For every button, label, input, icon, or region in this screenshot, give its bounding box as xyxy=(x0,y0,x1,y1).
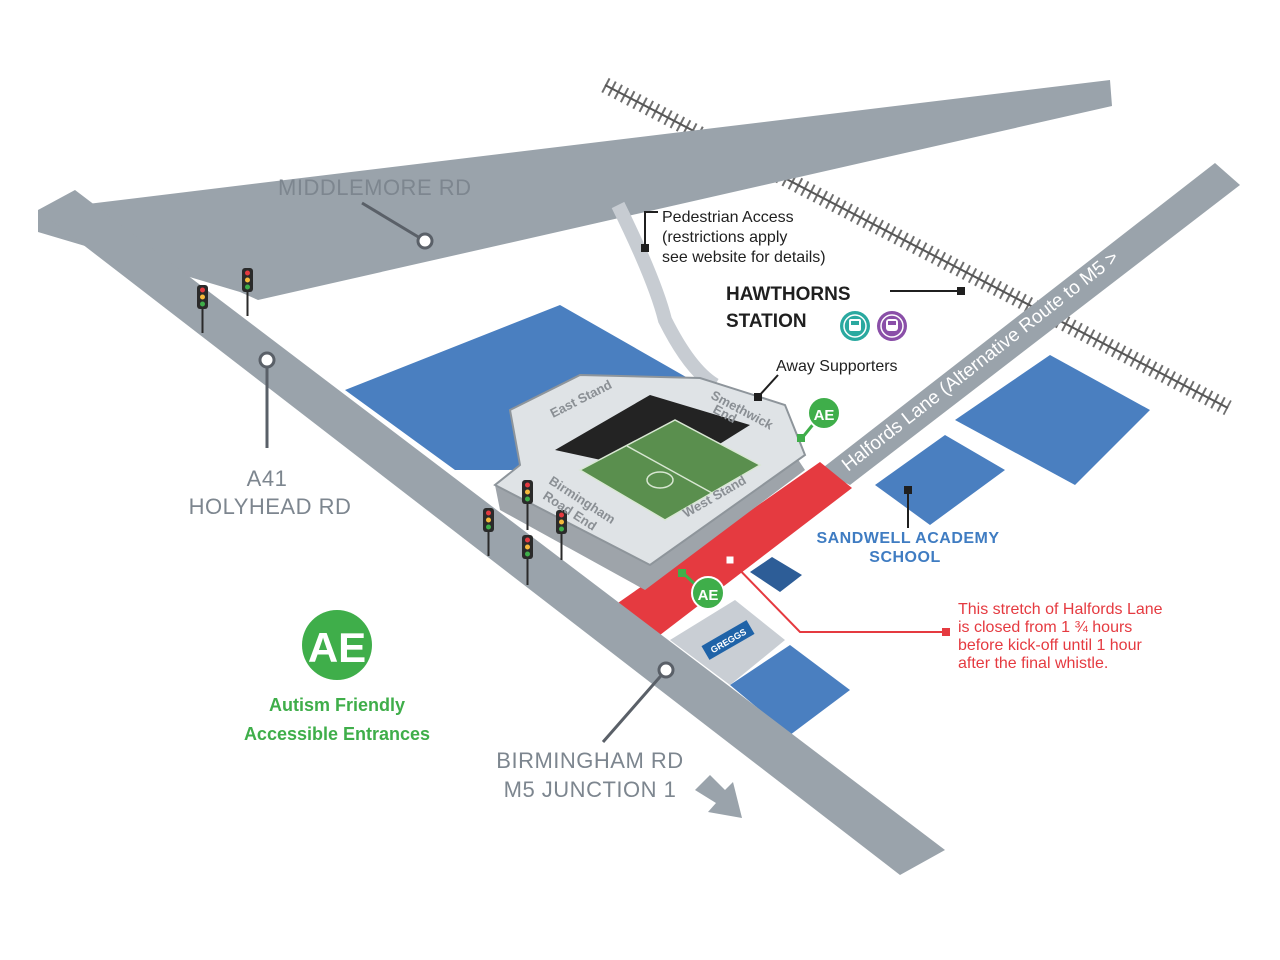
birmingham-road-label-line1: BIRMINGHAM RD xyxy=(496,748,683,773)
legend-line1: Autism Friendly xyxy=(269,695,405,715)
closure-pointer xyxy=(729,559,945,633)
birmingham-marker xyxy=(657,661,675,679)
svg-text:AE: AE xyxy=(698,587,719,604)
birmingham-pointer xyxy=(601,669,668,743)
station-label-line2: STATION xyxy=(726,311,807,332)
legend-ae-badge-text: AE xyxy=(308,624,366,671)
middlemore-marker xyxy=(416,232,434,250)
middlemore-road-label: MIDDLEMORE RD xyxy=(278,175,472,200)
pedestrian-access-line3: see website for details) xyxy=(662,249,826,266)
parking-area-south xyxy=(730,645,850,735)
a41-label-line2: HOLYHEAD RD xyxy=(189,494,352,519)
stadium xyxy=(493,373,807,590)
school-label-line2: SCHOOL xyxy=(869,549,940,566)
legend-line2: Accessible Entrances xyxy=(244,724,430,744)
middlemore-road xyxy=(38,80,1112,300)
closure-notice-line4: after the final whistle. xyxy=(958,655,1108,672)
closure-notice-line2: is closed from 1 ¾ hours xyxy=(958,619,1132,636)
svg-text:AE: AE xyxy=(814,407,835,424)
traffic-light-3 xyxy=(522,480,533,530)
ae-entrance-marker-north: AE xyxy=(797,396,841,442)
middlemore-pointer xyxy=(361,201,426,243)
legend-ae-badge xyxy=(302,610,372,680)
pedestrian-pointer xyxy=(644,211,658,245)
a41-marker xyxy=(258,351,276,369)
m5-direction-arrow xyxy=(695,775,742,818)
tram-icon xyxy=(840,311,870,341)
traffic-light-5 xyxy=(556,510,567,560)
a41-label-line1: A41 xyxy=(247,466,288,491)
pedestrian-access-line1: Pedestrian Access xyxy=(662,209,794,226)
school-label-line1: SANDWELL ACADEMY xyxy=(816,530,999,547)
pedestrian-access-line2: (restrictions apply xyxy=(662,229,787,246)
closure-notice-line1: This stretch of Halfords Lane xyxy=(958,601,1163,618)
legend: AE Autism Friendly Accessible Entrances xyxy=(244,610,430,744)
building-small xyxy=(750,557,802,592)
traffic-light-2 xyxy=(242,268,253,316)
closed-road-section xyxy=(615,462,852,635)
closure-notice-line3: before kick-off until 1 hour xyxy=(958,637,1142,654)
station-label-line1: HAWTHORNS xyxy=(726,284,851,305)
pedestrian-path xyxy=(611,201,719,392)
away-supporters-label: Away Supporters xyxy=(776,358,898,375)
birmingham-road-label-line2: M5 JUNCTION 1 xyxy=(504,777,677,802)
traffic-light-4 xyxy=(483,508,494,556)
parking-area-school-1 xyxy=(955,355,1150,485)
ae-entrance-marker-south: AE xyxy=(678,569,725,610)
traffic-light-1 xyxy=(197,285,208,333)
traffic-light-6 xyxy=(522,535,533,585)
halfords-lane xyxy=(820,163,1240,485)
train-icon xyxy=(877,311,907,341)
